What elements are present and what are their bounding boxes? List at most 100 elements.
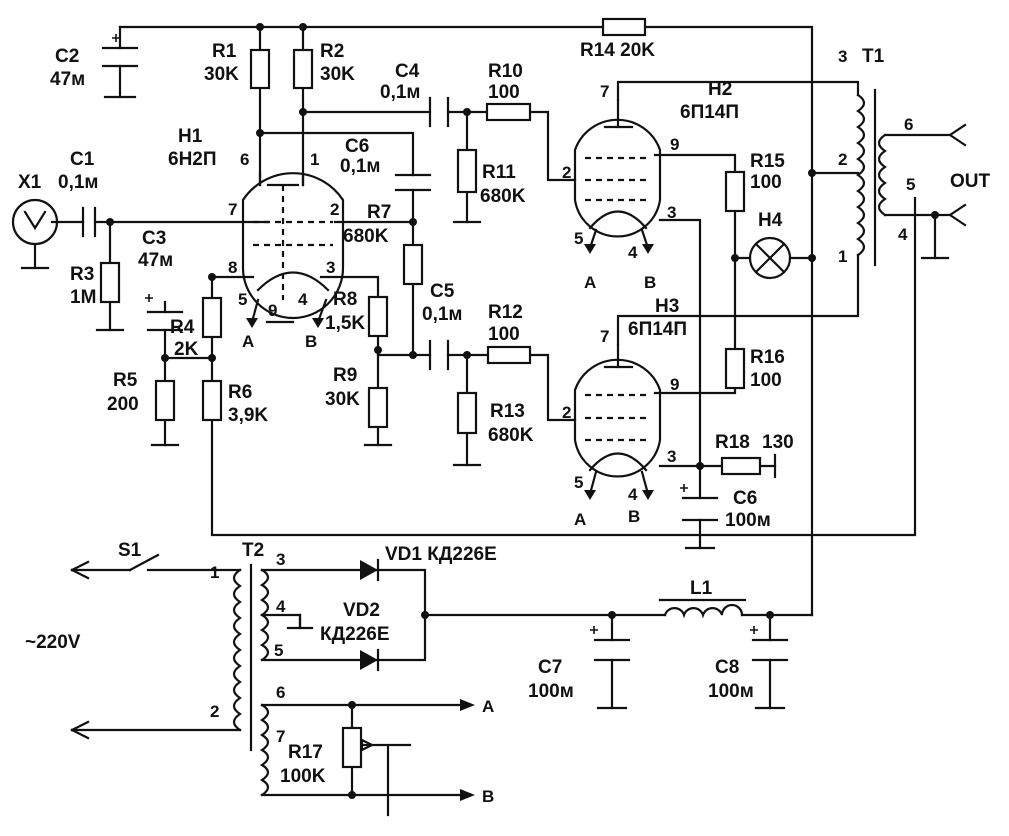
label-r7-ref: R7 [367,202,391,223]
label-c2-value: 47м [50,69,85,90]
pin-t1-2: 2 [838,150,847,169]
pin-h1-3: 3 [326,258,335,277]
capacitor-c8 [751,638,789,662]
label-r3-value: 1М [70,287,96,308]
pin-h3-b: B [628,507,640,526]
pin-h1-2: 2 [330,200,339,219]
label-r11-value: 680K [480,186,526,207]
label-r16-value: 100 [750,370,782,391]
resistor-r2 [292,48,314,90]
diode-vd1 [360,560,378,580]
label-r8-ref: R8 [333,289,357,310]
label-l1-ref: L1 [690,578,713,599]
transformer-t2 [232,563,270,797]
label-c6a-value: 0,1м [340,156,380,177]
capacitor-c7 [593,638,631,662]
pin-t2-2: 2 [210,702,219,721]
rail-label-b: B [482,787,494,806]
pin-h1-7: 7 [228,200,237,219]
resistor-r11 [456,148,478,194]
tube-h2 [573,98,662,254]
capacitor-c2 [101,46,139,68]
label-r2-ref: R2 [320,41,344,62]
resistor-r14 [601,17,647,37]
label-c7-ref: C7 [538,657,562,678]
lamp-h4 [748,236,792,280]
pin-h2-9: 9 [670,135,679,154]
pin-t1-3: 3 [838,47,847,66]
label-vd2-ref: VD2 [343,600,380,621]
label-c6a-ref: C6 [345,136,369,157]
label-r12-value: 100 [488,324,520,345]
label-r6-value: 3,9K [228,405,268,426]
pin-h3-9: 9 [670,375,679,394]
labels: C2 47м R1 30K R2 30K C4 0,1м R10 100 R14… [18,40,991,787]
label-h1-type: 6Н2П [168,149,217,170]
capacitor-c5 [428,339,450,371]
pin-h3-2: 2 [562,403,571,422]
resistor-r16 [724,347,746,390]
label-r1-value: 30K [204,64,239,85]
rail-label-a: A [482,697,494,716]
pin-h1-6: 6 [240,150,249,169]
resistor-r13 [456,391,478,435]
label-r4-ref: R4 [170,317,195,338]
pin-t2-1: 1 [210,563,219,582]
ground-symbols [20,95,950,710]
label-vd2-type: КД226Е [320,624,390,645]
pin-h2-b: B [644,273,656,292]
label-r18-ref: R18 [715,432,750,453]
label-r12-ref: R12 [488,302,523,323]
capacitor-c6b [681,496,719,522]
capacitor-c1 [81,206,97,238]
label-r8-value: 1,5K [325,313,365,334]
heater-arrows [460,699,475,801]
label-r15-value: 100 [750,172,782,193]
label-r11-ref: R11 [482,162,516,183]
pin-h2-a: A [584,273,596,292]
label-vd1: VD1 КД226Е [385,544,497,565]
pin-h1-1: 1 [310,150,319,169]
pin-h3-7: 7 [600,327,609,346]
pin-labels: 6 1 7 2 8 3 5 9 4 A B 7 9 2 3 5 4 A B 7 … [210,47,915,806]
label-c3-value: 47м [138,250,173,271]
resistor-r10 [485,102,532,122]
resistor-r12 [486,345,532,365]
label-r17-value: 100K [280,766,326,787]
label-r13-ref: R13 [490,401,525,422]
resistor-r8 [367,295,389,338]
pin-h1-8: 8 [228,258,237,277]
diode-vd2 [360,650,378,670]
resistor-r7 [402,243,424,286]
resistor-r1 [249,48,271,90]
label-mains: ~220V [25,632,81,653]
tube-h1 [241,171,345,328]
pin-h1-b: B [305,332,317,351]
resistor-r4 [201,296,223,339]
resistor-r5 [154,379,176,422]
resistor-r18 [720,456,762,476]
label-x1-ref: X1 [18,172,42,193]
label-s1-ref: S1 [118,540,142,561]
label-c6b-value: 100м [725,510,771,531]
diodes [360,558,380,672]
junction-dots [106,23,939,799]
pin-h2-3: 3 [667,203,676,222]
label-r17-ref: R17 [288,742,323,763]
capacitor-c4 [428,96,450,128]
capacitor-c6a [394,173,432,192]
label-r10-ref: R10 [488,61,523,82]
label-c8-value: 100м [708,681,754,702]
label-r18-value: 130 [762,432,794,453]
pin-h2-5: 5 [574,229,583,248]
tube-h3 [573,343,662,500]
transformer-t1 [856,88,887,267]
pin-t1-4: 4 [898,225,908,244]
label-c5-ref: C5 [430,281,455,302]
pin-h3-4: 4 [628,485,638,504]
label-out: OUT [950,171,991,192]
resistor-r17 [341,726,363,769]
label-r15-ref: R15 [750,151,785,172]
label-c2-ref: C2 [55,46,79,67]
resistor-r15 [724,170,746,213]
